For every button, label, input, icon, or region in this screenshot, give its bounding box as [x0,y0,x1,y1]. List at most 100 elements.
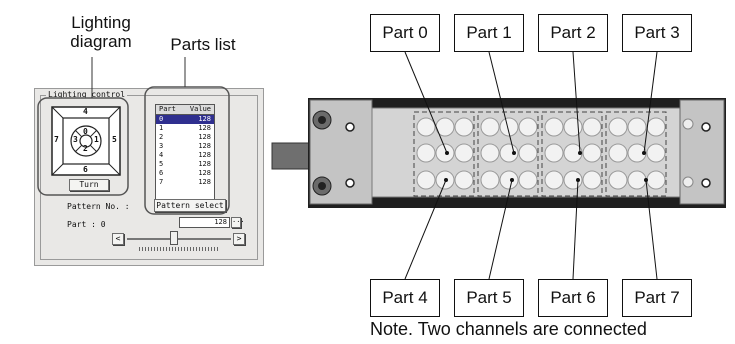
part-0-label: Part 0 [370,14,440,52]
led-lamp [518,117,538,137]
cell-value: 128 [198,178,211,186]
led-lamp [518,170,538,190]
lighting-control-group-title: Lighting control [46,89,128,100]
part-6-label: Part 6 [538,279,608,317]
cell-part: 1 [159,124,164,132]
part-5-label: Part 5 [454,279,524,317]
device-end-right [679,99,725,205]
part-1-label: Part 1 [454,14,524,52]
part-4-label: Part 4 [370,279,440,317]
pointer-dot [444,178,448,182]
led-lamp [646,170,666,190]
led-lamp [544,170,564,190]
led-lamp [499,117,519,137]
led-lamp [480,117,500,137]
parts-list-callout: Parts list [170,35,236,54]
pointer-line [572,51,581,154]
led-lamp [563,117,583,137]
pointer-dot [510,178,514,182]
led-lamp [608,170,628,190]
lighting-diagram[interactable]: 4 7 5 6 0 3 1 2 [51,106,121,176]
slider-ticks [139,247,219,251]
part-value-field[interactable]: 128 [179,217,230,228]
lighting-diagram-graphic [51,106,121,176]
lighting-diagram-callout-line2: diagram [70,32,132,51]
level-slider[interactable] [127,231,231,255]
parts-list-highlight [144,86,230,215]
diagram-label-7: 7 [54,135,59,144]
led-lamp [646,143,666,163]
led-lamp [582,170,602,190]
pointer-line [404,179,447,280]
led-lamp [454,143,474,163]
diagram-label-1: 1 [94,135,99,144]
lighting-control-group: Lighting control 4 7 5 6 0 3 [40,89,258,260]
pointer-dot [644,178,648,182]
pattern-select-button[interactable]: Pattern select [154,199,226,212]
led-lamp [454,117,474,137]
slider-left-button[interactable]: < [112,233,124,245]
led-lamp [518,143,538,163]
led-lamp [499,170,519,190]
cell-part: 0 [159,115,164,123]
cell-value: 128 [198,133,211,141]
table-row[interactable]: 5 128 [156,160,214,169]
led-lamp [608,117,628,137]
part-3-label: Part 3 [622,14,692,52]
led-lamp [627,117,647,137]
led-lamp [627,170,647,190]
diagram-label-4: 4 [83,107,88,116]
pointer-line [643,51,658,154]
lighting-diagram-callout: Lighting diagram [56,13,146,51]
cell-value: 128 [198,151,211,159]
lighting-diagram-callout-line1: Lighting [71,13,131,32]
cell-part: 7 [159,178,164,186]
slider-thumb[interactable] [170,231,178,245]
slider-right-button[interactable]: > [233,233,245,245]
lighting-diagram-highlight [37,97,129,196]
cable-connector [271,142,311,170]
pointer-dot [576,178,580,182]
pointer-dot [578,151,582,155]
cell-part: 2 [159,133,164,141]
pointer-line [645,179,658,280]
diagram-label-0: 0 [83,127,88,136]
cell-part: 6 [159,169,164,177]
pointer-line [488,179,513,280]
diagram-label-3: 3 [73,135,78,144]
header-value: Value [189,105,211,113]
pointer-dot [512,151,516,155]
connection-note: Note. Two channels are connected [370,319,647,339]
lighting-control-panel: Lighting control 4 7 5 6 0 3 [34,88,264,266]
led-lamp [416,117,436,137]
led-lamp [499,143,519,163]
diagram-label-5: 5 [112,135,117,144]
led-lamp [544,143,564,163]
cell-part: 3 [159,142,164,150]
pointer-dot [445,151,449,155]
table-row[interactable]: 4 128 [156,151,214,160]
turn-button[interactable]: Turn [69,179,109,191]
cell-value: 128 [198,160,211,168]
diagram-label-2: 2 [83,144,88,153]
led-lamp [582,143,602,163]
value-more-button[interactable]: ··· [231,217,245,228]
cell-part: 4 [159,151,164,159]
cell-part: 5 [159,160,164,168]
pointer-dot [642,151,646,155]
slider-track [127,238,231,240]
table-row[interactable]: 7 128 [156,178,214,187]
table-row[interactable]: 2 128 [156,133,214,142]
led-lamp [416,143,436,163]
pointer-line [488,51,515,154]
parts-table-header: Part Value [156,105,214,115]
led-lamp [608,143,628,163]
led-lamp [480,143,500,163]
led-lamp [646,117,666,137]
